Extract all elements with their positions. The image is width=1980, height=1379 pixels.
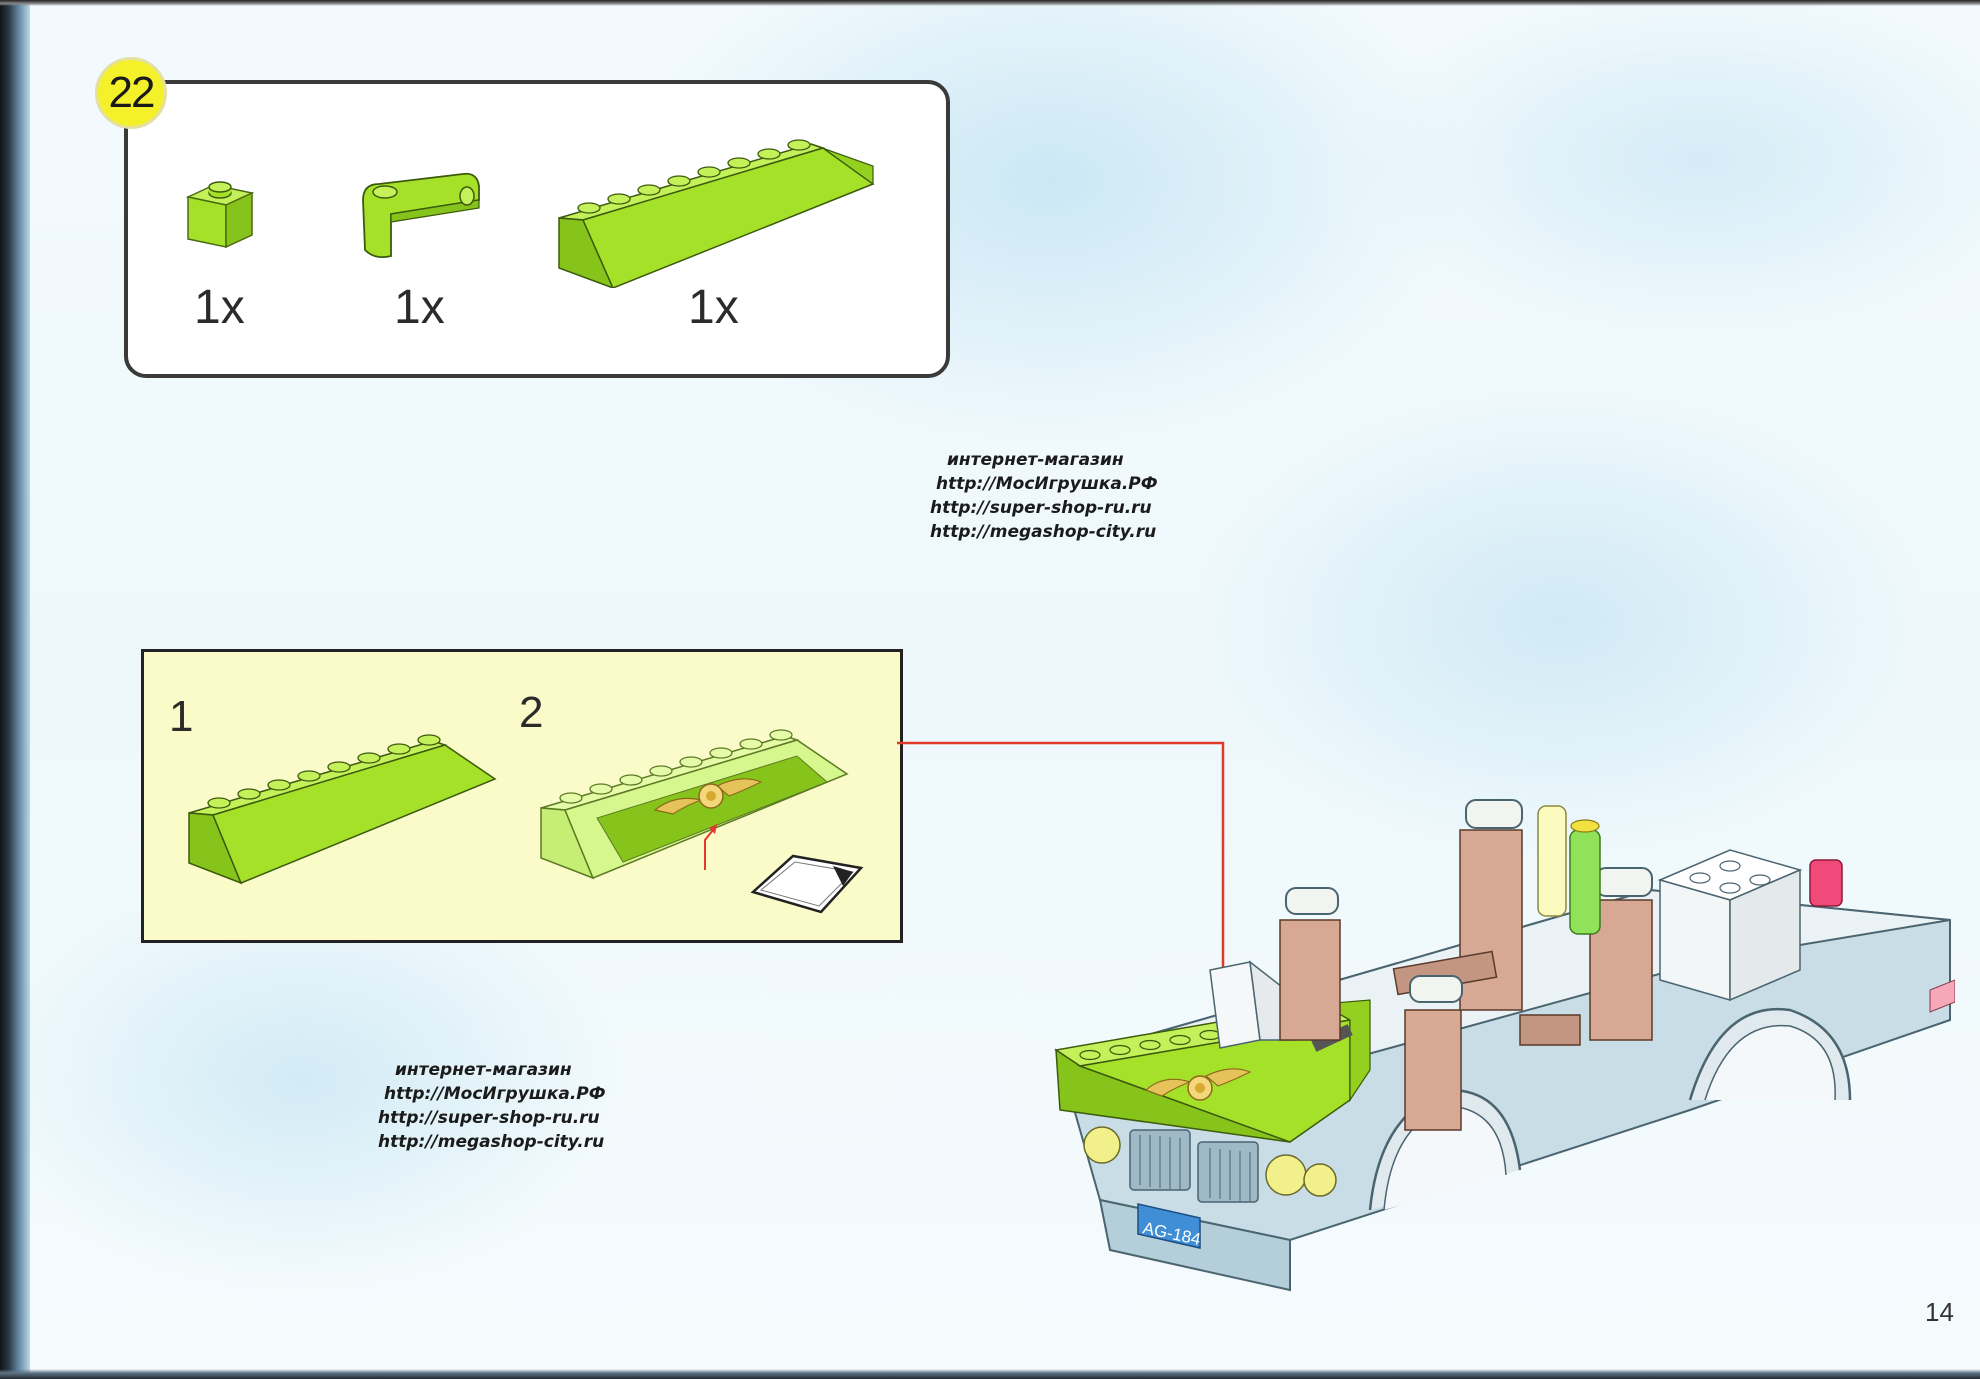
watermark-line: http://megashop-city.ru — [930, 522, 1157, 542]
page-top-edge — [0, 0, 1980, 6]
parts-list-box — [124, 80, 950, 378]
watermark-line: http://super-shop-ru.ru — [378, 1108, 600, 1128]
watermark-line: интернет-магазин — [395, 1060, 572, 1080]
hood-emblem-icon — [1144, 1068, 1252, 1101]
page-bottom-edge — [0, 1369, 1980, 1379]
watermark-text-block: интернет-магазин http://МосИгрушка.РФ ht… — [378, 1058, 606, 1154]
lime-1x1-brick-icon — [185, 181, 255, 249]
watermark-line: http://megashop-city.ru — [378, 1132, 605, 1152]
page-number: 14 — [1925, 1297, 1954, 1327]
watermark-line: http://super-shop-ru.ru — [930, 498, 1152, 518]
watermark-line: http://МосИгрушка.РФ — [936, 474, 1158, 494]
part-quantity: 1x — [688, 281, 739, 334]
lime-angle-plate-icon — [362, 172, 480, 259]
book-spine — [0, 0, 30, 1379]
part-quantity: 1x — [194, 281, 245, 334]
watermark-line: http://МосИгрушка.РФ — [384, 1084, 606, 1104]
lime-1x8-slope-icon — [558, 139, 875, 288]
substep-number: 1 — [169, 692, 194, 741]
slope-brick-icon — [188, 734, 497, 885]
winged-emblem-icon — [653, 778, 763, 815]
part-quantity: 1x — [394, 281, 445, 334]
substep-number: 2 — [519, 688, 544, 737]
watermark-text-block: интернет-магазин http://МосИгрушка.РФ ht… — [930, 448, 1158, 544]
watermark-line: интернет-магазин — [947, 450, 1124, 470]
slope-with-sticker-icon — [540, 729, 864, 914]
car-model-illustration: AG-184 — [1054, 799, 1955, 1292]
step-number-badge: 22 — [95, 57, 167, 129]
